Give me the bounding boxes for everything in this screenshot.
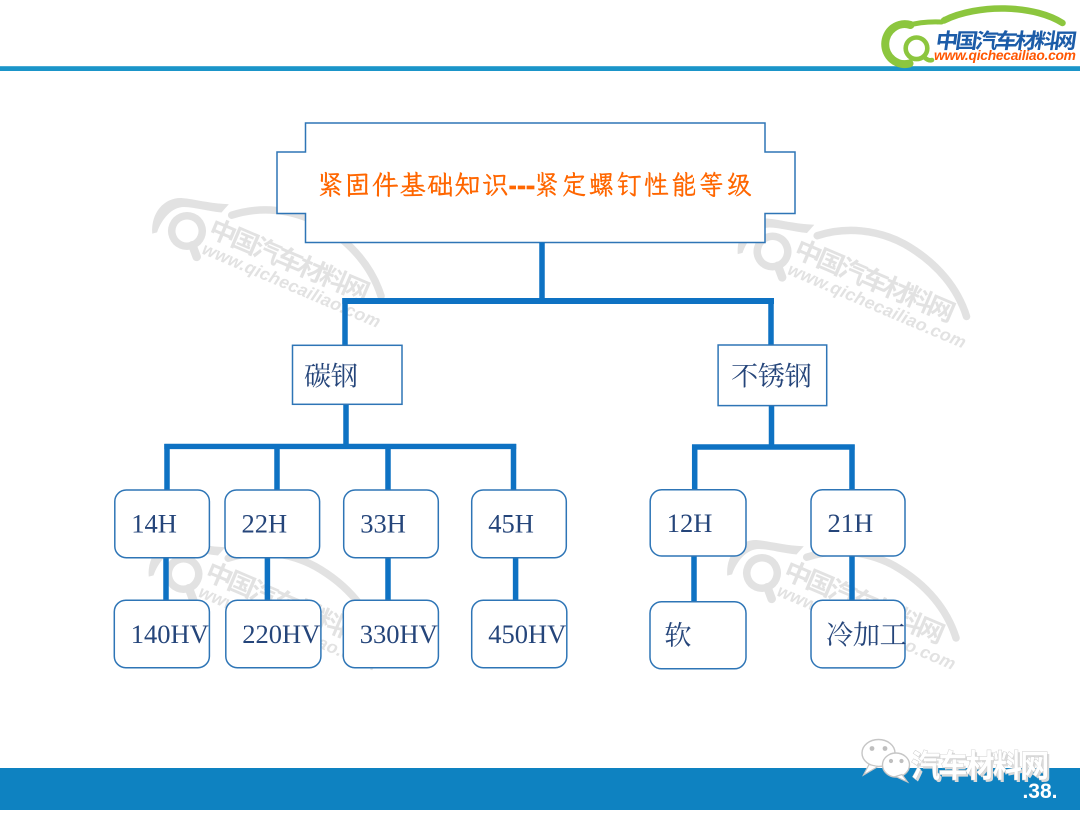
svg-text:21H: 21H (828, 508, 874, 538)
svg-text:.38.: .38. (1022, 780, 1057, 803)
svg-text:14H: 14H (131, 509, 177, 539)
svg-text:140HV: 140HV (131, 619, 209, 649)
svg-text:www.qichecailiao.com: www.qichecailiao.com (934, 48, 1076, 63)
svg-text:33H: 33H (360, 509, 406, 539)
svg-text:220HV: 220HV (242, 619, 320, 649)
svg-text:12H: 12H (667, 508, 713, 538)
svg-text:22H: 22H (242, 509, 288, 539)
svg-text:45H: 45H (488, 509, 534, 539)
svg-text:450HV: 450HV (488, 619, 566, 649)
svg-text:330HV: 330HV (360, 619, 438, 649)
